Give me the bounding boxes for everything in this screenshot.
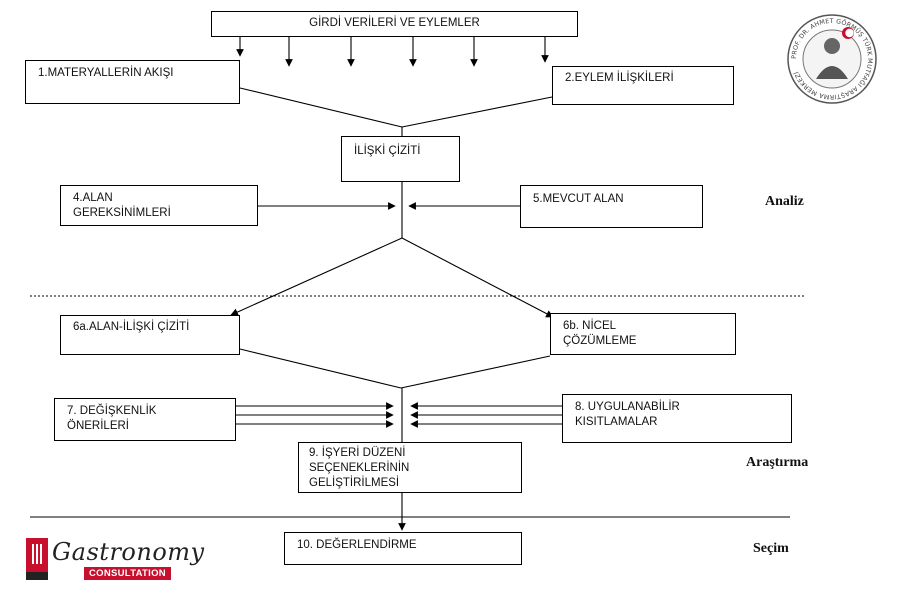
box-modifying-considerations-label: 7. DEĞİŞKENLİK ÖNERİLERİ [67,405,157,432]
connector-6a [239,348,402,389]
box-evaluation: 10. DEĞERLENDİRME [284,532,522,565]
box-activity-relationships: 2.EYLEM İLİŞKİLERİ [552,66,734,105]
box-relationship-chart-label: İLİŞKİ ÇİZİTİ [354,145,421,157]
arrow-6a [230,237,403,316]
box-modifying-considerations: 7. DEĞİŞKENLİK ÖNERİLERİ [54,398,236,441]
arrow-6b [401,237,554,318]
logo-brand-sub: CONSULTATION [84,567,171,580]
box-quantitative-analysis-label: 6b. NİCEL ÇÖZÜMLEME [563,320,637,347]
box-practical-limitations: 8. UYGULANABİLİR KISITLAMALAR [562,394,792,443]
input-data-label: GİRDİ VERİLERİ VE EYLEMLER [309,17,480,29]
box-available-space: 5.MEVCUT ALAN [520,185,703,228]
phase-analysis-label: Analiz [765,194,804,209]
box-layout-alternatives-label: 9. İŞYERİ DÜZENİ SEÇENEKLERİNİN GELİŞTİR… [309,447,410,489]
box-relationship-chart: İLİŞKİ ÇİZİTİ [341,136,460,182]
cutlery-icon [26,538,48,580]
box-space-relationship-chart-label: 6a.ALAN-İLİŞKİ ÇİZİTİ [73,321,190,333]
research-center-seal: PROF. DR. AHMET GÖRMÜŞ TÜRK MUTFAĞI ARAŞ… [787,14,877,104]
connector-2-3 [401,96,553,128]
phase-selection-label: Seçim [753,541,789,556]
box-activity-relationships-label: 2.EYLEM İLİŞKİLERİ [565,72,674,84]
box-material-flow-label: 1.MATERYALLERİN AKIŞI [38,67,174,79]
box-material-flow: 1.MATERYALLERİN AKIŞI [25,60,240,104]
box-space-requirements: 4.ALAN GEREKSİNİMLERİ [60,185,258,226]
box-practical-limitations-label: 8. UYGULANABİLİR KISITLAMALAR [575,401,680,428]
connector-1-3 [239,87,403,128]
logo-brand-word: Gastronomy [52,538,205,566]
box-available-space-label: 5.MEVCUT ALAN [533,193,624,205]
seal-portrait-icon [824,38,840,54]
box-space-requirements-label: 4.ALAN GEREKSİNİMLERİ [73,192,171,219]
box-layout-alternatives: 9. İŞYERİ DÜZENİ SEÇENEKLERİNİN GELİŞTİR… [298,442,522,493]
phase-research-label: Araştırma [746,455,809,470]
box-quantitative-analysis: 6b. NİCEL ÇÖZÜMLEME [550,313,736,355]
box-space-relationship-chart: 6a.ALAN-İLİŞKİ ÇİZİTİ [60,315,240,355]
connector-6b [400,355,551,389]
box-evaluation-label: 10. DEĞERLENDİRME [297,539,417,551]
input-data-box: GİRDİ VERİLERİ VE EYLEMLER [211,11,578,37]
gastronomy-consultation-logo: Gastronomy CONSULTATION [26,538,204,582]
